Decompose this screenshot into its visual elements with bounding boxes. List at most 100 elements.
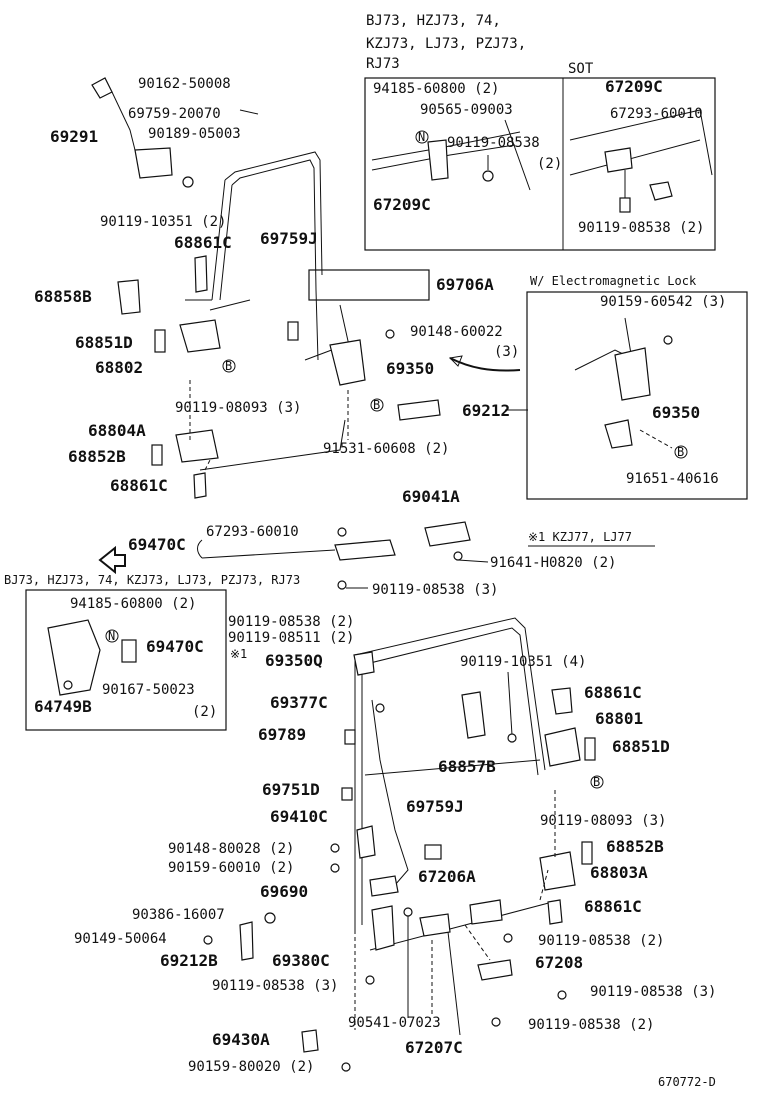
part-67207C: 67207C bbox=[405, 1038, 463, 1057]
part-68861C-a: 68861C bbox=[174, 233, 232, 252]
hinge-68804A bbox=[175, 429, 219, 463]
hinge-68803A bbox=[539, 851, 576, 891]
marker-b-1 bbox=[222, 359, 236, 373]
callout-69706A bbox=[308, 269, 430, 301]
part-94185-60800-b: 94185-60800 (2) bbox=[70, 596, 196, 612]
clip-69430A bbox=[301, 1029, 319, 1053]
part-91641-H0820: 91641-H0820 (2) bbox=[490, 555, 616, 571]
arrow-left-inset bbox=[98, 545, 126, 575]
part-90162-50008: 90162-50008 bbox=[138, 76, 231, 92]
marker-n-top bbox=[415, 130, 429, 144]
model-header-line2: KZJ73, LJ73, PZJ73, bbox=[366, 36, 526, 52]
pad-69759J-b bbox=[424, 844, 442, 860]
part-90119-08538-s: 90119-08538 bbox=[447, 135, 540, 151]
part-68861C-c: 68861C bbox=[584, 683, 642, 702]
part-90119-08538-3-c: 90119-08538 (3) bbox=[590, 984, 716, 1000]
part-90119-08538-3-b: 90119-08538 (3) bbox=[212, 978, 338, 994]
part-69212B: 69212B bbox=[160, 951, 218, 970]
screw-90148-60022 bbox=[385, 329, 395, 339]
marker-b-3 bbox=[674, 445, 688, 459]
screw-90162 bbox=[91, 77, 113, 99]
screw-91641 bbox=[453, 551, 463, 561]
part-90541-07023: 90541-07023 bbox=[348, 1015, 441, 1031]
part-90159-60542: 90159-60542 (3) bbox=[600, 294, 726, 310]
part-68852B-a: 68852B bbox=[68, 447, 126, 466]
marker-b-4-label: B bbox=[593, 775, 600, 789]
part-90167-50023-qty: (2) bbox=[192, 704, 217, 720]
arrow-to-inset bbox=[449, 357, 521, 372]
part-68861C-b: 68861C bbox=[110, 476, 168, 495]
cover-68852B-a bbox=[151, 444, 163, 466]
part-69410C: 69410C bbox=[270, 807, 328, 826]
part-68851D-a: 68851D bbox=[75, 333, 133, 352]
lower-left-inset-title: BJ73, HZJ73, 74, KZJ73, LJ73, PZJ73, RJ7… bbox=[4, 573, 300, 587]
part-69470C-b: 69470C bbox=[146, 637, 204, 656]
part-90159-80020: 90159-80020 (2) bbox=[188, 1059, 314, 1075]
part-67209C-a: 67209C bbox=[373, 195, 431, 214]
part-67209C-b: 67209C bbox=[605, 77, 663, 96]
part-90148-60022-qty: (3) bbox=[494, 344, 519, 360]
handle-69212 bbox=[397, 399, 441, 421]
part-69041A: 69041A bbox=[402, 487, 460, 506]
marker-b-2-label: B bbox=[373, 398, 380, 412]
part-91531-60608: 91531-60608 (2) bbox=[323, 441, 449, 457]
part-68852B-b: 68852B bbox=[606, 837, 664, 856]
cover-68851D-a bbox=[154, 329, 166, 353]
pad-69789 bbox=[344, 729, 356, 745]
electromagnetic-title: W/ Electromagnetic Lock bbox=[530, 274, 697, 288]
part-67293-60010-b: 67293-60010 bbox=[206, 524, 299, 540]
part-69789: 69789 bbox=[258, 725, 306, 744]
part-90167-50023: 90167-50023 bbox=[102, 682, 195, 698]
part-90119-08538-3-a: 90119-08538 (3) bbox=[372, 582, 498, 598]
bracket-67208 bbox=[477, 959, 513, 981]
cover-68852B-b bbox=[581, 841, 593, 865]
part-69380C: 69380C bbox=[272, 951, 330, 970]
note-kzj77: ※1 KZJ77, LJ77 bbox=[528, 530, 632, 544]
model-header-line3: RJ73 bbox=[366, 56, 400, 72]
check-68861C-d bbox=[547, 899, 563, 925]
part-90119-08538-2-r: 90119-08538 (2) bbox=[578, 220, 704, 236]
clip-90189 bbox=[182, 176, 194, 188]
sot-label: SOT bbox=[568, 61, 594, 77]
handle-69212B bbox=[239, 921, 254, 961]
part-69759-20070: 69759-20070 bbox=[128, 106, 221, 122]
part-67208: 67208 bbox=[535, 953, 583, 972]
part-68803A: 68803A bbox=[590, 863, 648, 882]
part-94185-60800-a: 94185-60800 (2) bbox=[373, 81, 499, 97]
lock-69350-a bbox=[329, 339, 366, 386]
hinge-68802 bbox=[179, 319, 221, 353]
arrow-head-to-inset bbox=[448, 355, 463, 367]
top-right-inset bbox=[364, 77, 716, 251]
handle-69291 bbox=[134, 147, 173, 179]
part-69377C: 69377C bbox=[270, 693, 328, 712]
part-90119-10351-2: 90119-10351 (2) bbox=[100, 214, 226, 230]
bracket-69470C-a bbox=[334, 539, 396, 561]
lock-69350-b bbox=[614, 347, 651, 401]
part-90119-08538-2-m: 90119-08538 (2) bbox=[228, 614, 354, 630]
marker-n-lower-label: N bbox=[108, 629, 115, 643]
link-69410C bbox=[356, 825, 376, 859]
part-67206A: 67206A bbox=[418, 867, 476, 886]
marker-b-4 bbox=[590, 775, 604, 789]
part-90119-08538-2-d: 90119-08538 (2) bbox=[528, 1017, 654, 1033]
part-68802: 68802 bbox=[95, 358, 143, 377]
handle-68857B bbox=[461, 691, 486, 739]
electromagnetic-inset bbox=[526, 291, 748, 500]
part-64749B: 64749B bbox=[34, 697, 92, 716]
part-69350Q: 69350Q bbox=[265, 651, 323, 670]
marker-n-top-label: N bbox=[418, 130, 425, 144]
marker-b-3-label: B bbox=[677, 445, 684, 459]
part-90149-50064: 90149-50064 bbox=[74, 931, 167, 947]
part-90119-08093-3-a: 90119-08093 (3) bbox=[175, 400, 301, 416]
cover-68851D-b bbox=[584, 737, 596, 761]
part-69291: 69291 bbox=[50, 127, 98, 146]
part-90189-05003: 90189-05003 bbox=[148, 126, 241, 142]
part-69706A: 69706A bbox=[436, 275, 494, 294]
part-69759J-b: 69759J bbox=[406, 797, 464, 816]
part-68851D-b: 68851D bbox=[612, 737, 670, 756]
part-69350-a: 69350 bbox=[386, 359, 434, 378]
part-90119-08511-2: 90119-08511 (2) bbox=[228, 630, 354, 646]
part-69751D: 69751D bbox=[262, 780, 320, 799]
marker-b-1-label: B bbox=[225, 359, 232, 373]
